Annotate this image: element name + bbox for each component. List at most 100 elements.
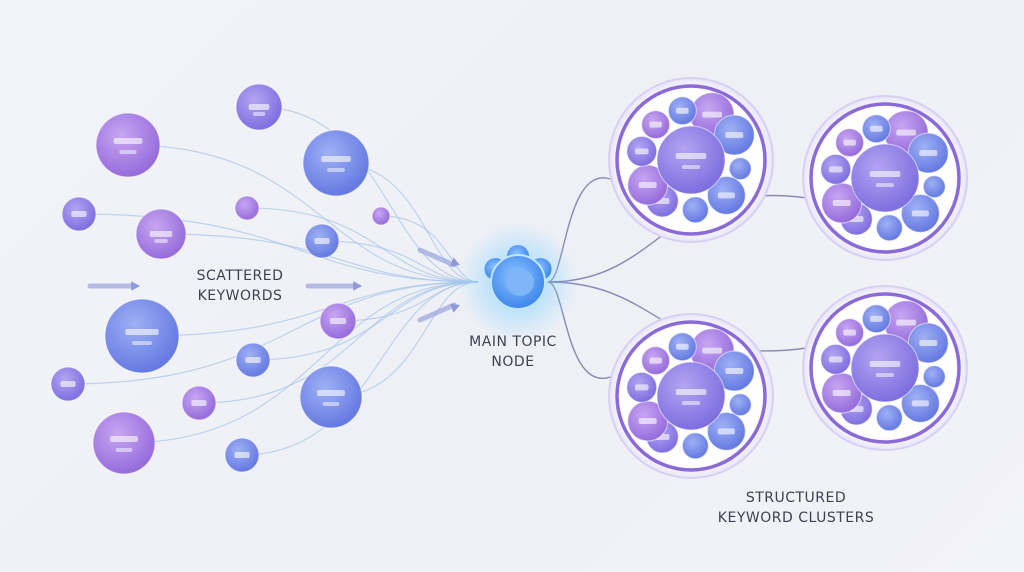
connection-line <box>252 281 479 361</box>
text-placeholder-bar <box>675 153 707 159</box>
main-topic-node <box>458 222 578 342</box>
cluster-core-node <box>850 333 920 403</box>
arrow-head <box>353 281 362 291</box>
cluster-satellite-node <box>900 383 940 423</box>
node-circle <box>875 404 903 432</box>
cluster-satellite-node <box>667 332 697 362</box>
keyword-node <box>95 112 161 178</box>
text-placeholder-bar <box>132 341 152 345</box>
text-placeholder-bar <box>829 166 843 173</box>
cluster-satellite-node <box>681 432 709 460</box>
node-circle <box>728 157 752 181</box>
text-placeholder-bar <box>60 381 76 387</box>
main-label-line2: NODE <box>491 354 535 370</box>
cluster-satellite-node <box>922 365 946 389</box>
keyword-node <box>299 365 363 429</box>
text-placeholder-bar <box>843 329 856 336</box>
arrow-head <box>450 303 460 313</box>
text-placeholder-bar <box>638 182 657 188</box>
cluster-ring <box>615 320 767 472</box>
cluster-satellite-node <box>875 214 903 242</box>
text-placeholder-bar <box>681 401 701 405</box>
text-placeholder-bar <box>829 356 843 363</box>
scattered-keyword-nodes <box>50 83 391 475</box>
node-circle <box>299 365 363 429</box>
text-placeholder-bar <box>702 111 723 118</box>
arrow-shaft <box>417 247 457 268</box>
text-placeholder-bar <box>843 139 856 146</box>
cluster-core-node <box>656 125 726 195</box>
keyword-node <box>371 206 391 226</box>
cluster-satellite-node <box>835 318 865 348</box>
scattered-keywords-label: SCATTERED KEYWORDS <box>197 266 284 306</box>
cluster-ring <box>809 102 961 254</box>
text-placeholder-bar <box>702 347 723 354</box>
text-placeholder-bar <box>71 211 87 217</box>
cluster-core-node <box>656 361 726 431</box>
text-placeholder-bar <box>875 373 895 377</box>
text-placeholder-bar <box>125 329 159 335</box>
node-circle <box>656 361 726 431</box>
text-placeholder-bar <box>113 138 143 144</box>
cluster-satellite-node <box>626 135 658 167</box>
text-placeholder-bar <box>919 150 938 156</box>
connection-line <box>127 144 479 283</box>
keyword-node <box>181 385 217 421</box>
keyword-node <box>61 196 97 232</box>
keyword-node <box>234 195 260 221</box>
cluster-satellite-node <box>922 175 946 199</box>
cluster-core-node <box>850 143 920 213</box>
cluster-ring <box>809 292 961 444</box>
cluster-satellite-node <box>626 371 658 403</box>
flow-arrows <box>87 247 460 323</box>
text-placeholder-bar <box>119 150 137 154</box>
keyword-node <box>319 302 357 340</box>
structured-clusters-label: STRUCTURED KEYWORD CLUSTERS <box>718 488 874 528</box>
cluster-satellite-node <box>706 411 746 451</box>
cluster-satellite-node <box>641 110 671 140</box>
keyword-node <box>235 83 283 131</box>
text-placeholder-bar <box>725 368 744 374</box>
text-placeholder-bar <box>870 315 883 322</box>
keyword-cluster <box>802 285 968 451</box>
text-placeholder-bar <box>896 319 917 326</box>
hub-center <box>506 268 534 296</box>
text-placeholder-bar <box>681 165 701 169</box>
text-placeholder-bar <box>919 340 938 346</box>
text-placeholder-bar <box>676 107 689 114</box>
node-circle <box>922 365 946 389</box>
text-placeholder-bar <box>115 448 133 452</box>
node-circle <box>95 112 161 178</box>
text-placeholder-bar <box>317 390 345 396</box>
keyword-node <box>104 298 180 374</box>
text-placeholder-bar <box>896 129 917 136</box>
node-circle <box>850 143 920 213</box>
connection-line <box>123 281 479 444</box>
cluster-satellite-node <box>875 404 903 432</box>
cluster-satellite-node <box>728 157 752 181</box>
text-placeholder-bar <box>234 452 250 458</box>
node-circle <box>302 129 370 197</box>
keyword-node <box>224 437 260 473</box>
text-placeholder-bar <box>245 357 261 363</box>
text-placeholder-bar <box>248 104 270 110</box>
connection-line <box>198 281 479 404</box>
text-placeholder-bar <box>314 238 330 244</box>
arrow-shaft <box>417 302 457 323</box>
connection-line <box>258 106 479 283</box>
text-placeholder-bar <box>110 436 138 442</box>
keyword-cluster <box>802 95 968 261</box>
text-placeholder-bar <box>321 156 351 162</box>
text-placeholder-bar <box>869 361 901 367</box>
node-circle <box>371 206 391 226</box>
text-placeholder-bar <box>635 148 649 155</box>
connection-line <box>67 281 479 385</box>
text-placeholder-bar <box>635 384 649 391</box>
node-circle <box>234 195 260 221</box>
clusters-label-line1: STRUCTURED <box>745 490 847 506</box>
text-placeholder-bar <box>832 390 851 396</box>
keyword-node <box>235 342 271 378</box>
cluster-ring <box>615 84 767 236</box>
keyword-node <box>135 208 187 260</box>
